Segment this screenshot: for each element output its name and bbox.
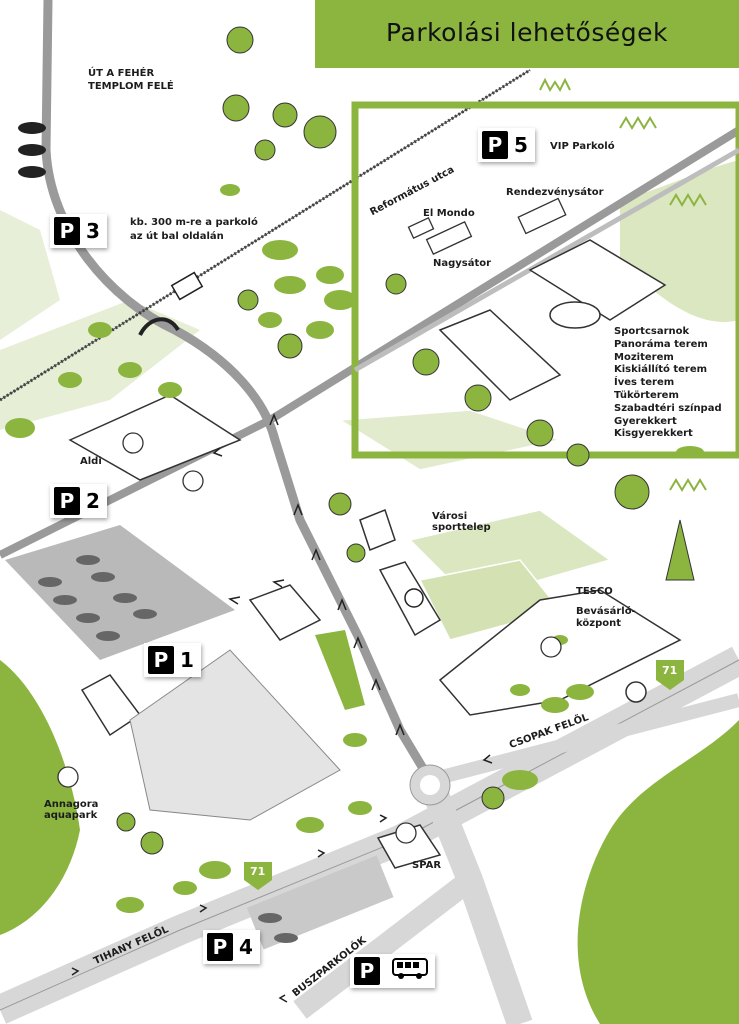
green-area-top-left — [0, 210, 60, 340]
grass-tufts — [539, 77, 707, 492]
roundabout-island — [420, 775, 440, 795]
building-el-mondo — [407, 217, 435, 239]
label-annagora: Annagora — [44, 799, 99, 810]
sports-field-north — [337, 409, 563, 471]
rail-underpass — [138, 317, 180, 337]
shopping-cart-icon-spar — [395, 822, 417, 844]
green-strip — [315, 630, 365, 710]
vip-road — [353, 147, 739, 373]
shrubs — [5, 184, 704, 913]
building-cluster — [129, 649, 341, 821]
label-p3-note-2: az út bal oldalán — [130, 231, 224, 242]
parking-icon: P — [54, 487, 80, 515]
label-bevasarlo-1: Bevásárló- — [576, 606, 636, 617]
parking-badge-bus: P — [350, 954, 435, 988]
shopping-cart-icon-aldi — [122, 432, 144, 454]
train-icon — [170, 271, 204, 301]
parking-badge-p5: P 5 — [478, 128, 535, 162]
facility-list: Sportcsarnok Panoráma terem Moziterem Ki… — [614, 326, 722, 441]
swimming-icon — [57, 766, 79, 788]
facility-item: Kiskiállító terem — [614, 364, 708, 376]
cars-p1 — [38, 555, 157, 641]
vip-frame — [351, 101, 739, 459]
parking-badge-p3: P 3 — [50, 214, 107, 248]
facility-item: Gyerekkert — [614, 415, 677, 427]
road-71-shield-a — [244, 862, 272, 890]
parking-badge-p1: P 1 — [144, 643, 201, 677]
bus-icon — [392, 958, 428, 984]
label-aquapark: aquapark — [44, 810, 98, 821]
green-area-left — [0, 660, 80, 935]
cars-church-road — [18, 122, 46, 178]
road-number-71-b: 71 — [662, 664, 678, 677]
cars-p4 — [258, 913, 298, 943]
parking-number: 4 — [239, 935, 253, 959]
label-vip-parking: VIP Parkoló — [550, 141, 615, 152]
label-spar: SPAR — [412, 860, 442, 871]
label-tesco: TESCO — [576, 586, 613, 597]
label-p3-note-1: kb. 300 m-re a parkoló — [130, 217, 258, 228]
trees — [116, 26, 650, 855]
facility-item: Tükörterem — [614, 389, 679, 401]
shopping-cart-icon-tesco — [540, 636, 562, 658]
facility-item: Szabadtéri színpad — [614, 402, 722, 414]
label-church-road-1: ÚT A FEHÉR — [88, 68, 155, 79]
parking-icon: P — [148, 646, 174, 674]
label-bevasarlo-2: központ — [576, 618, 621, 629]
helicopter-icon — [182, 470, 204, 492]
parking-icon: P — [482, 131, 508, 159]
page-title: Parkolási lehetőségek — [386, 18, 668, 47]
fuel-station-icon — [625, 681, 647, 703]
facility-item: Kisgyerekkert — [614, 428, 693, 440]
label-rendezvenysator: Rendezvénysátor — [506, 187, 604, 198]
parking-number: 3 — [86, 219, 100, 243]
football-icon — [404, 588, 424, 608]
label-nagysator: Nagysátor — [433, 258, 492, 269]
parking-icon: P — [207, 933, 233, 961]
building-sport-a — [359, 509, 396, 551]
green-area-left-mid — [0, 300, 200, 430]
facility-item: Sportcsarnok — [614, 326, 690, 337]
road-buszparkolok — [293, 871, 477, 1019]
facility-item: Íves terem — [614, 377, 675, 389]
parking-icon: P — [54, 217, 80, 245]
title-band: Parkolási lehetőségek — [315, 0, 739, 68]
facility-item: Moziterem — [614, 351, 674, 363]
label-aldi: Aldi — [80, 456, 102, 467]
parking-number: 5 — [514, 133, 528, 157]
parking-area-p1 — [5, 525, 235, 660]
direction-arrows — [71, 412, 493, 1003]
road-number-71-a: 71 — [250, 865, 266, 878]
railway-line — [0, 69, 531, 401]
building-near-p1 — [248, 584, 322, 641]
label-church-road-2: TEMPLOM FELÉ — [88, 81, 174, 92]
label-el-mondo: El Mondo — [423, 208, 475, 219]
facility-item: Panoráma terem — [614, 338, 708, 350]
road-main-north — [172, 326, 434, 783]
green-area-bottom-right — [577, 720, 739, 1024]
bus-parking-area — [246, 855, 394, 950]
parking-icon: P — [354, 957, 380, 985]
building-nagy-hall — [438, 309, 562, 401]
conifer-tree — [665, 519, 695, 581]
open-air-stage — [549, 301, 601, 329]
building-nagysator — [425, 221, 473, 255]
road-church — [41, 0, 177, 335]
road-71-shield-b — [656, 660, 684, 690]
label-sporttelep: sporttelep — [432, 522, 491, 533]
building-rendezvenysator — [517, 197, 567, 235]
parking-badge-p4: P 4 — [203, 930, 260, 964]
parking-badge-p2: P 2 — [50, 484, 107, 518]
parking-number: 2 — [86, 489, 100, 513]
building-aldi — [68, 394, 242, 481]
road-east-branch — [428, 693, 739, 787]
parking-number: 1 — [180, 648, 194, 672]
label-varosi: Városi — [432, 511, 468, 522]
